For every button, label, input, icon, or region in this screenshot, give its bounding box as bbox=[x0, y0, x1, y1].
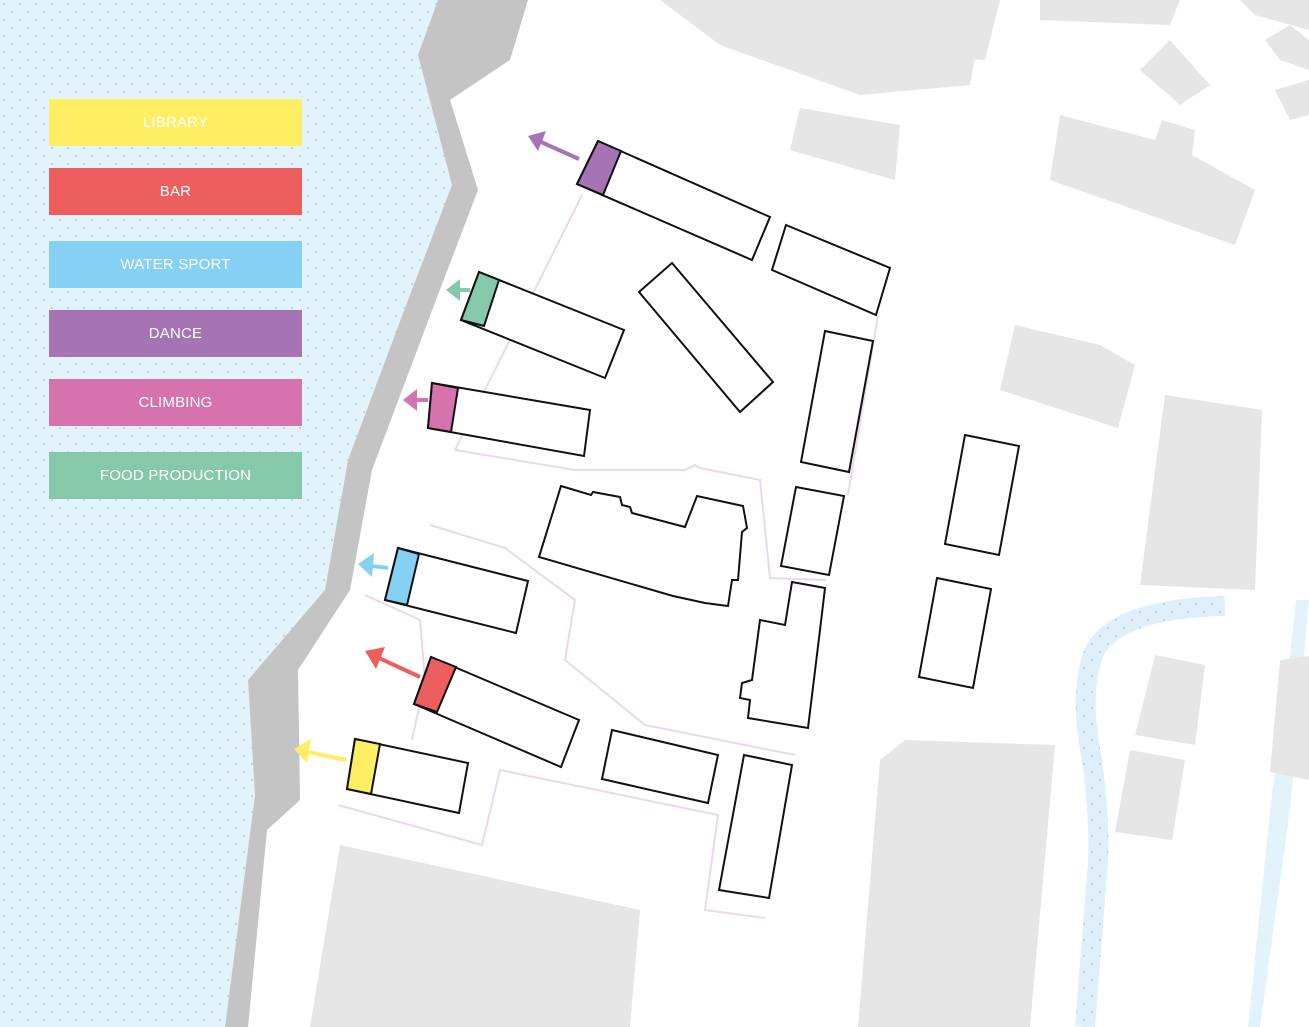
legend-label: BAR bbox=[159, 183, 192, 200]
dance-arrow bbox=[528, 131, 580, 161]
legend-water-sport: WATER SPORT bbox=[49, 241, 302, 288]
water-sport-building bbox=[383, 546, 530, 635]
legend-food-production: FOOD PRODUCTION bbox=[49, 452, 302, 499]
embankment bbox=[225, 0, 528, 1027]
proposed-buildings bbox=[537, 223, 1021, 900]
building-outline bbox=[637, 261, 775, 414]
library-building bbox=[345, 737, 470, 815]
legend-bar: BAR bbox=[49, 168, 302, 215]
legend-label: FOOD PRODUCTION bbox=[99, 467, 252, 484]
dance-building bbox=[575, 139, 772, 262]
building-outline bbox=[770, 223, 892, 317]
legend-climbing: CLIMBING bbox=[49, 379, 302, 426]
building-outline bbox=[943, 433, 1021, 557]
legend-dance: DANCE bbox=[49, 310, 302, 357]
building-outline bbox=[799, 329, 875, 474]
climbing-arrow bbox=[403, 389, 428, 411]
bar-arrow bbox=[365, 647, 421, 679]
building-outline bbox=[600, 728, 720, 805]
water-sport-arrow bbox=[358, 553, 389, 577]
context-buildings bbox=[310, 0, 1309, 1027]
building-outline bbox=[917, 576, 993, 690]
courtyard-shadows bbox=[337, 194, 879, 919]
building-outline bbox=[717, 753, 794, 900]
building-outline bbox=[537, 484, 749, 608]
legend-label: CLIMBING bbox=[138, 394, 213, 411]
building-outline bbox=[738, 580, 827, 730]
legend-label: LIBRARY bbox=[142, 114, 209, 131]
legend-label: DANCE bbox=[148, 325, 203, 342]
library-arrow bbox=[294, 739, 347, 763]
legend-label: WATER SPORT bbox=[120, 256, 231, 273]
food-production-arrow bbox=[446, 279, 470, 301]
food-production-building bbox=[459, 270, 626, 380]
building-outline bbox=[779, 485, 846, 577]
climbing-building bbox=[426, 381, 592, 458]
bar-building bbox=[412, 655, 581, 769]
legend-library: LIBRARY bbox=[49, 99, 302, 146]
